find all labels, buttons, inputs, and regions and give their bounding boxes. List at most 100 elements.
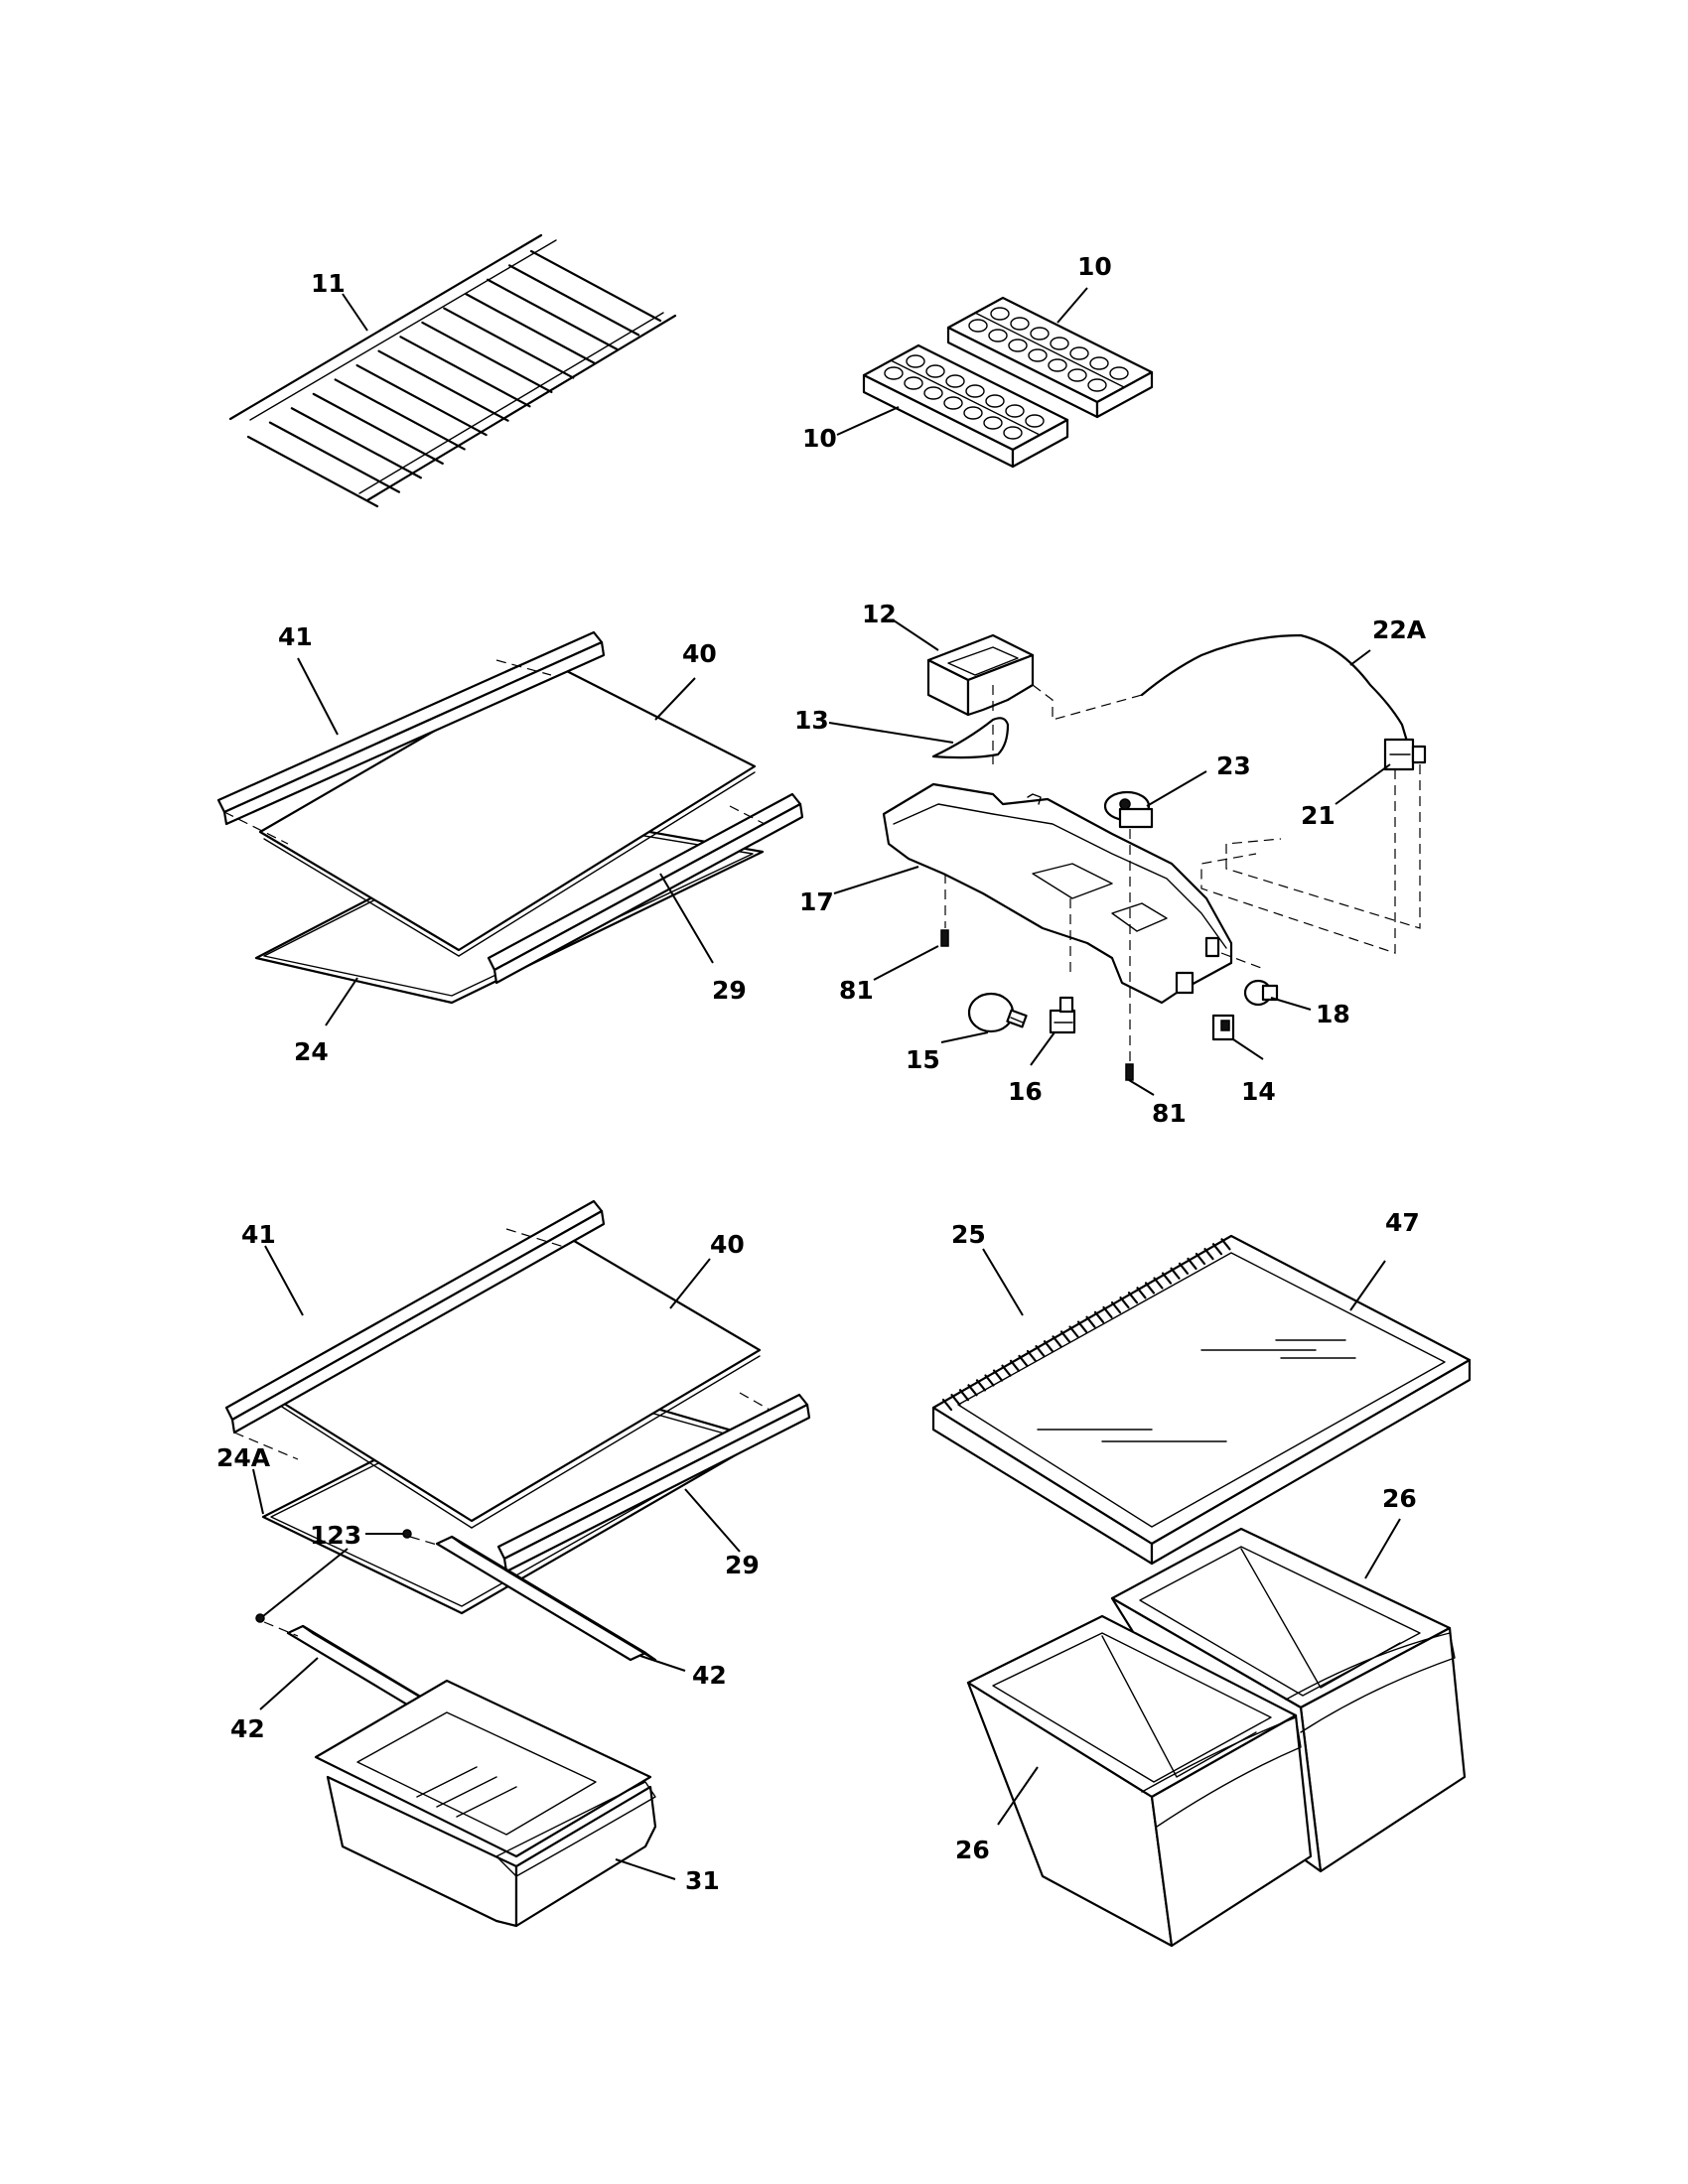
glass-shelf-upper-assembly bbox=[216, 630, 804, 1005]
drawing-stroke bbox=[1068, 1325, 1079, 1338]
ice-tray-part-10-back bbox=[946, 296, 1154, 419]
tray-cell bbox=[968, 319, 988, 333]
callout-81: 81 bbox=[839, 976, 874, 1005]
callout-31: 31 bbox=[685, 1866, 720, 1895]
ice-tray-part-10-front bbox=[862, 343, 1069, 469]
drawing-stroke bbox=[312, 392, 444, 465]
drawing-stroke bbox=[487, 278, 619, 350]
callout-16: 16 bbox=[1008, 1077, 1043, 1106]
callout-41: 41 bbox=[241, 1220, 276, 1249]
drawing-stroke bbox=[1085, 1315, 1096, 1328]
tray-cell bbox=[1003, 426, 1023, 440]
tray-cell bbox=[1008, 339, 1028, 352]
tray-cell bbox=[945, 374, 965, 388]
drawing-stroke bbox=[1110, 1300, 1122, 1314]
callout-10: 10 bbox=[1077, 252, 1112, 281]
drawing-stroke bbox=[1093, 1310, 1105, 1323]
callout-29: 29 bbox=[725, 1551, 760, 1579]
drawing-stroke bbox=[290, 407, 422, 479]
drawing-stroke bbox=[967, 1384, 978, 1397]
drawing-stroke bbox=[1035, 1344, 1046, 1358]
drawing-stroke bbox=[1203, 1247, 1214, 1261]
switch-part-14 bbox=[1211, 1014, 1235, 1041]
drawing-stroke bbox=[465, 293, 597, 365]
drawing-stroke bbox=[992, 1369, 1004, 1382]
drawing-stroke bbox=[975, 1379, 987, 1392]
tray-cell bbox=[1030, 327, 1050, 341]
tray-cell bbox=[884, 366, 904, 380]
leader-lines bbox=[252, 287, 1401, 1880]
tray-cell bbox=[965, 384, 985, 398]
tray-cell bbox=[1050, 337, 1069, 350]
drawing-stroke bbox=[1018, 1354, 1029, 1368]
drawing-stroke bbox=[1052, 1335, 1062, 1348]
drawing-stroke bbox=[421, 321, 553, 394]
callout-23: 23 bbox=[1216, 751, 1251, 780]
tray-cell bbox=[1028, 348, 1048, 362]
glass-insert-part-47 bbox=[1037, 1339, 1356, 1442]
callout-25: 25 bbox=[951, 1220, 986, 1249]
light-bulb-part-15 bbox=[967, 992, 1028, 1033]
callout-41: 41 bbox=[278, 622, 313, 651]
tray-cell bbox=[1005, 404, 1025, 418]
drawing-stroke bbox=[1178, 1262, 1190, 1275]
callout-26: 26 bbox=[955, 1836, 990, 1864]
callout-40: 40 bbox=[710, 1230, 745, 1259]
tray-cell bbox=[988, 329, 1008, 342]
screw-part-81-left bbox=[940, 929, 949, 947]
drawing-stroke bbox=[1161, 1272, 1173, 1285]
screw-part-81-right bbox=[1125, 1063, 1134, 1081]
connector-part-18 bbox=[1243, 979, 1279, 1007]
callout-29: 29 bbox=[712, 976, 747, 1005]
callout-18: 18 bbox=[1316, 1000, 1350, 1028]
callout-40: 40 bbox=[682, 639, 717, 668]
tray-cell bbox=[1025, 414, 1045, 428]
crisper-cover-part-25 bbox=[931, 1234, 1472, 1566]
light-socket-part-16 bbox=[1049, 996, 1076, 1034]
tray-cell bbox=[904, 376, 923, 390]
callout-24: 24 bbox=[294, 1037, 329, 1066]
drawing-stroke bbox=[399, 336, 531, 408]
drawing-stroke bbox=[1136, 1287, 1147, 1299]
drawing-stroke bbox=[1211, 1243, 1223, 1256]
callout-12: 12 bbox=[862, 600, 897, 628]
drawing-stroke bbox=[1195, 1252, 1206, 1266]
drawing-stroke bbox=[1009, 1359, 1021, 1372]
tray-cell bbox=[925, 364, 945, 378]
drawing-stroke bbox=[246, 435, 379, 508]
wire-shelf-part-11 bbox=[228, 233, 677, 508]
callout-123: 123 bbox=[310, 1521, 361, 1550]
callout-26: 26 bbox=[1382, 1484, 1417, 1513]
tray-cell bbox=[1067, 368, 1087, 382]
drawing-stroke bbox=[1127, 1292, 1139, 1304]
tray-cell bbox=[1048, 358, 1067, 372]
callout-21: 21 bbox=[1301, 801, 1336, 830]
drawing-stroke bbox=[1187, 1257, 1197, 1271]
crisper-drawer-part-26-front bbox=[966, 1614, 1313, 1948]
callout-11: 11 bbox=[311, 269, 346, 298]
drawing-stroke bbox=[1026, 1349, 1038, 1363]
drawing-stroke bbox=[1119, 1296, 1130, 1309]
callout-14: 14 bbox=[1241, 1077, 1276, 1106]
drawing-stroke bbox=[958, 1389, 970, 1402]
drawing-stroke bbox=[1153, 1277, 1164, 1290]
drawing-stroke bbox=[1001, 1364, 1012, 1377]
drawing-stroke bbox=[984, 1374, 995, 1387]
drawing-stroke bbox=[1043, 1340, 1055, 1353]
drawing-stroke bbox=[355, 363, 488, 437]
callout-42: 42 bbox=[692, 1661, 727, 1690]
tray-cell bbox=[906, 354, 925, 368]
tray-cell bbox=[983, 416, 1003, 430]
drawing-stroke bbox=[377, 349, 509, 422]
tray-cell bbox=[943, 396, 963, 410]
drawing-stroke bbox=[507, 264, 640, 337]
tray-cell bbox=[990, 307, 1010, 321]
light-housing-assembly bbox=[882, 633, 1427, 1081]
drawing-stroke bbox=[1102, 1305, 1113, 1319]
tray-cell bbox=[1010, 317, 1030, 331]
tray-cell bbox=[985, 394, 1005, 408]
drawing-stroke bbox=[950, 1393, 961, 1407]
drawing-stroke bbox=[443, 307, 575, 379]
drawing-stroke bbox=[334, 378, 466, 451]
